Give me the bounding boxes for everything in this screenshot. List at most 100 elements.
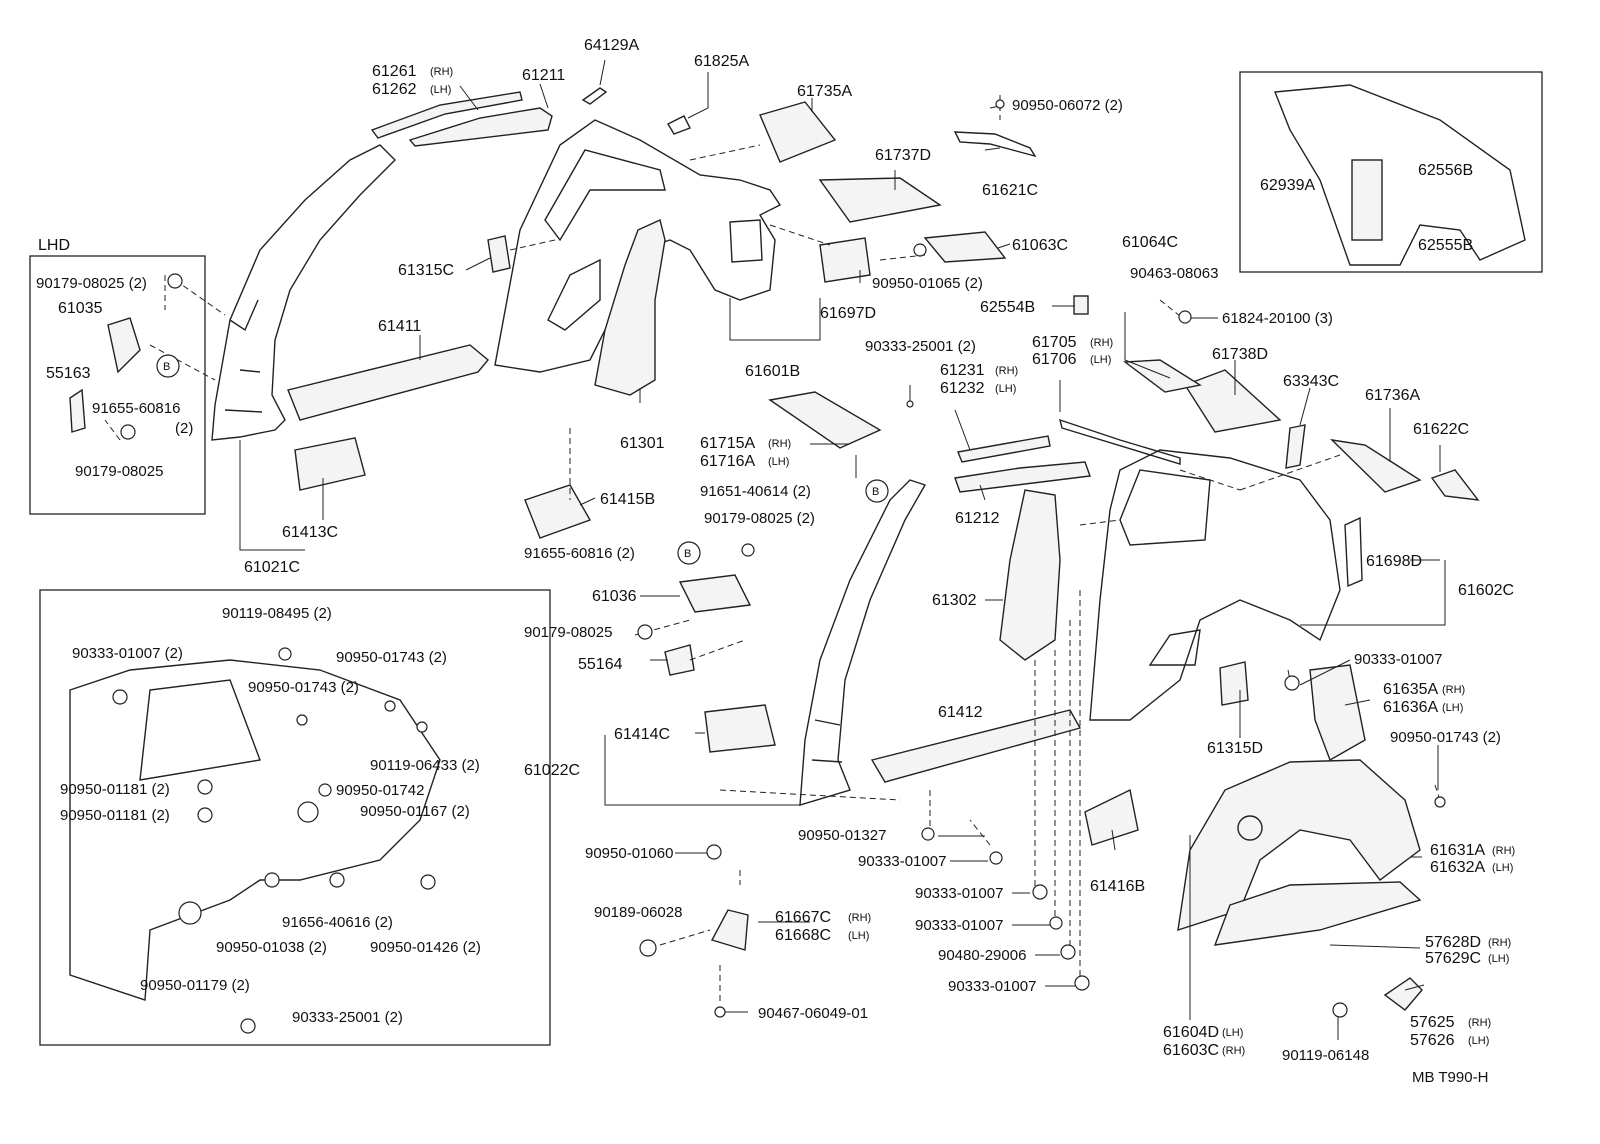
label-61301: 61301 xyxy=(620,435,665,452)
label-62556b: 62556B xyxy=(1418,162,1473,179)
plate-61415b xyxy=(524,484,592,539)
label-61668c: 61668C xyxy=(775,927,831,944)
label-90179-08025: 90179-08025 xyxy=(75,463,163,480)
label-61737d: 61737D xyxy=(875,147,931,164)
bracket-61315c xyxy=(487,235,511,273)
lead-ticks xyxy=(239,59,1446,1040)
label-57629c: 57629C xyxy=(1425,950,1481,967)
label-90333-01007e: 90333-01007 xyxy=(948,978,1036,995)
hinge-61035 xyxy=(107,317,141,374)
label-61667c: 61667C xyxy=(775,909,831,926)
label-61706-lh: (LH) xyxy=(1090,354,1111,366)
label-90950-01065: 90950-01065 (2) xyxy=(872,275,983,292)
label-90333-01007b: 90333-01007 xyxy=(858,853,946,870)
label-61715a-rh: (RH) xyxy=(768,438,791,450)
label-61315c: 61315C xyxy=(398,262,454,279)
label-i90333-01007: 90333-01007 (2) xyxy=(72,645,183,662)
label-64129a: 64129A xyxy=(584,37,639,54)
panel-61738d xyxy=(1183,369,1282,433)
label-57628d: 57628D xyxy=(1425,934,1481,951)
label-61603c: 61603C xyxy=(1163,1042,1219,1059)
plug-62554b xyxy=(1073,295,1089,315)
extension-61735a xyxy=(759,101,837,163)
gusset-61737d xyxy=(818,177,942,223)
label-90463-08063: 90463-08063 xyxy=(1130,265,1218,282)
roof-rail-61211 xyxy=(408,107,553,147)
label-57629c-lh: (LH) xyxy=(1488,953,1509,965)
reinforcement-61413c xyxy=(294,437,366,491)
label-90467-06049-01: 90467-06049-01 xyxy=(758,1005,868,1022)
roof-rail-61261 xyxy=(370,91,523,139)
label-61603c-rh: (RH) xyxy=(1222,1045,1245,1057)
label-61632a-lh: (LH) xyxy=(1492,862,1513,874)
label-61413c: 61413C xyxy=(282,524,338,541)
label-i90950-01181a: 90950-01181 (2) xyxy=(60,781,170,798)
label-61697d: 61697D xyxy=(820,305,876,322)
label-61212: 61212 xyxy=(955,510,1000,527)
strip-63343c xyxy=(1285,424,1306,469)
svg-text:B: B xyxy=(684,548,691,560)
panel-61705 xyxy=(1059,418,1181,465)
label-90480-29006: 90480-29006 xyxy=(938,947,1026,964)
quarter-panel-61602c xyxy=(1089,449,1341,721)
label-61035: 61035 xyxy=(58,300,103,317)
label-55164: 55164 xyxy=(578,656,623,673)
label-61705: 61705 xyxy=(1032,334,1077,351)
label-61635a-rh: (RH) xyxy=(1442,684,1465,696)
label-57628d-rh: (RH) xyxy=(1488,937,1511,949)
detail-inset-box xyxy=(39,589,551,1046)
bracket-61667c xyxy=(710,909,749,951)
label-61414c: 61414C xyxy=(614,726,670,743)
label-91651-40614: 91651-40614 (2) xyxy=(700,483,811,500)
label-61411: 61411 xyxy=(378,318,421,335)
liner-57628d xyxy=(1213,881,1422,946)
callout-b-lhd: B xyxy=(156,354,180,378)
body-side-61022c xyxy=(799,479,927,806)
label-61636a-lh: (LH) xyxy=(1442,702,1463,714)
label-61636a: 61636A xyxy=(1383,699,1438,716)
bracket-55164 xyxy=(664,644,695,676)
member-61715a xyxy=(768,391,882,449)
label-61262-lh: (LH) xyxy=(430,84,451,96)
label-i90950-01743a: 90950-01743 (2) xyxy=(336,649,447,666)
label-61735a: 61735A xyxy=(797,83,852,100)
label-61315d: 61315D xyxy=(1207,740,1263,757)
label-61635a: 61635A xyxy=(1383,681,1438,698)
label-61022c: 61022C xyxy=(524,762,580,779)
bracket-55163 xyxy=(69,388,86,433)
bracket-57625 xyxy=(1383,977,1423,1011)
label-90950-06072: 90950-06072 (2) xyxy=(1012,97,1123,114)
label-62555b: 62555B xyxy=(1418,237,1473,254)
label-i90119-08495: 90119-08495 (2) xyxy=(222,605,332,622)
seal-64129a xyxy=(581,87,608,105)
label-90950-01743-2: 90950-01743 (2) xyxy=(1390,729,1501,746)
label-61716a-lh: (LH) xyxy=(768,456,789,468)
detail-inset-body xyxy=(69,659,441,1001)
label-61631a: 61631A xyxy=(1430,842,1485,859)
label-90119-06148: 90119-06148 xyxy=(1282,1047,1369,1064)
label-61063c: 61063C xyxy=(1012,237,1068,254)
label-61232-lh: (LH) xyxy=(995,383,1016,395)
rail-61231 xyxy=(957,435,1051,463)
diagram-code: MB T990-H xyxy=(1412,1069,1488,1086)
label-57626-lh: (LH) xyxy=(1468,1035,1489,1047)
label-91655-60816-2: 91655-60816 (2) xyxy=(524,545,635,562)
label-90179-08025-2b: 90179-08025 (2) xyxy=(704,510,815,527)
plug-61825a xyxy=(667,115,691,135)
rail-61212 xyxy=(954,461,1091,493)
rear-quarter-inset-box xyxy=(1239,71,1543,273)
label-61262: 61262 xyxy=(372,81,417,98)
label-90333-25001-2: 90333-25001 (2) xyxy=(865,338,976,355)
label-90179-08025b: 90179-08025 xyxy=(524,624,612,641)
label-57625: 57625 xyxy=(1410,1014,1455,1031)
label-62939a: 62939A xyxy=(1260,177,1315,194)
label-61602c: 61602C xyxy=(1458,582,1514,599)
label-61415b: 61415B xyxy=(600,491,655,508)
callout-b-main: B xyxy=(865,479,889,503)
label-57626: 57626 xyxy=(1410,1032,1455,1049)
part-labels: 61261 (RH) 61262 (LH) 61211 64129A 61825… xyxy=(36,37,1515,1064)
lhd-inset-box xyxy=(29,255,206,515)
fasteners xyxy=(112,99,1446,1034)
svg-text:B: B xyxy=(163,361,170,373)
